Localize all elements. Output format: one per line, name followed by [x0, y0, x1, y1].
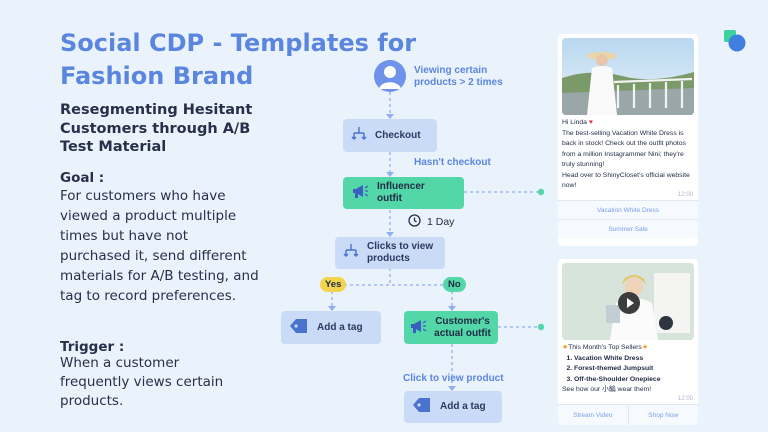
wait-duration: 1 Day: [427, 216, 455, 228]
no-branch-badge: No: [443, 277, 466, 292]
card1-greeting: Hi Linda: [562, 119, 587, 126]
start-trigger-text: Viewing certain products > 2 times: [414, 65, 503, 88]
message-card-customer: ★This Month's Top Sellers★ Vacation Whit…: [558, 259, 698, 425]
start-trigger-label: Viewing certain products > 2 times: [414, 65, 514, 89]
card1-cta: Head over to ShinyCloset's official webs…: [562, 171, 690, 190]
checkout-node[interactable]: Checkout: [343, 119, 437, 152]
message-card-influencer: Hi Linda ♥ The best-selling Vacation Whi…: [558, 34, 698, 246]
click-to-view-product-label: Click to view product: [403, 373, 504, 384]
tag-icon: [412, 397, 432, 417]
add-tag-node-bottom[interactable]: Add a tag: [404, 391, 502, 423]
card2-timestamp: 12:00: [677, 395, 693, 402]
play-icon[interactable]: [618, 292, 640, 314]
card2-button-row: Stream Video Shop Now: [558, 403, 698, 425]
connector-dot: [537, 188, 545, 196]
card2-footer: See how our 小編 wear them!: [562, 386, 652, 393]
add-tag-label-left: Add a tag: [317, 321, 363, 333]
clicks-to-view-node[interactable]: Clicks to view products: [335, 237, 445, 269]
page-title: Social CDP - Templates for Fashion Brand: [60, 29, 417, 90]
user-avatar-icon: [374, 60, 406, 92]
hasnt-checkout-label: Hasn't checkout: [414, 157, 491, 168]
influencer-photo: [562, 38, 694, 115]
list-item: Off-the-Shoulder Onepiece: [574, 375, 693, 386]
page-subtitle: Resegmenting Hesitant Customers through …: [60, 102, 253, 155]
list-item: Forest-themed Jumpsuit: [574, 364, 693, 375]
tag-icon: [289, 318, 309, 338]
heart-icon: ♥: [588, 119, 593, 126]
megaphone-icon: [351, 183, 369, 203]
customer-outfit-node[interactable]: Customer's actual outfit: [404, 311, 498, 344]
clock-icon: [408, 214, 421, 230]
goal-heading: Goal :: [60, 170, 105, 186]
brand-logo-icon: [724, 30, 746, 57]
connector-dot: [537, 323, 545, 331]
megaphone-icon: [409, 318, 427, 338]
goal-text: For customers who have viewed a product …: [60, 188, 259, 304]
fire-icon: ★: [641, 344, 648, 351]
top-sellers-list: Vacation White Dress Forest-themed Jumps…: [562, 354, 693, 386]
clicks-to-view-label: Clicks to view products: [367, 241, 434, 264]
add-tag-label-bottom: Add a tag: [440, 401, 486, 412]
trigger-text: When a customer frequently views certain…: [60, 355, 224, 409]
add-tag-node-left[interactable]: Add a tag: [281, 311, 381, 344]
shop-now-button[interactable]: Shop Now: [627, 404, 698, 425]
checkout-flow-icon: [351, 126, 367, 146]
trigger-heading: Trigger :: [60, 339, 125, 355]
stream-video-button[interactable]: Stream Video: [558, 404, 628, 425]
card1-timestamp: 12:00: [677, 191, 693, 198]
card2-headline-row: ★This Month's Top Sellers★: [562, 343, 693, 354]
checkout-label: Checkout: [375, 129, 421, 141]
influencer-outfit-label: Influencer outfit: [377, 181, 425, 204]
influencer-outfit-node[interactable]: Influencer outfit: [343, 177, 464, 209]
checkout-flow-icon: [343, 243, 359, 263]
summer-sale-button[interactable]: Summer Sale: [558, 218, 698, 238]
list-item: Vacation White Dress: [574, 354, 693, 365]
card2-headline: This Month's Top Sellers: [568, 344, 642, 351]
video-thumbnail[interactable]: [562, 263, 694, 340]
fire-icon: ★: [562, 344, 569, 351]
card2-message: ★This Month's Top Sellers★ Vacation Whit…: [558, 340, 698, 396]
customer-outfit-label: Customer's actual outfit: [434, 315, 491, 339]
card1-message: Hi Linda ♥ The best-selling Vacation Whi…: [558, 115, 698, 192]
vacation-white-dress-button[interactable]: Vacation White Dress: [558, 199, 698, 219]
yes-branch-badge: Yes: [320, 277, 347, 292]
wait-step: 1 Day: [408, 214, 454, 230]
card1-body: The best-selling Vacation White Dress is…: [562, 129, 686, 169]
card1-greeting-row: Hi Linda ♥: [562, 118, 693, 129]
